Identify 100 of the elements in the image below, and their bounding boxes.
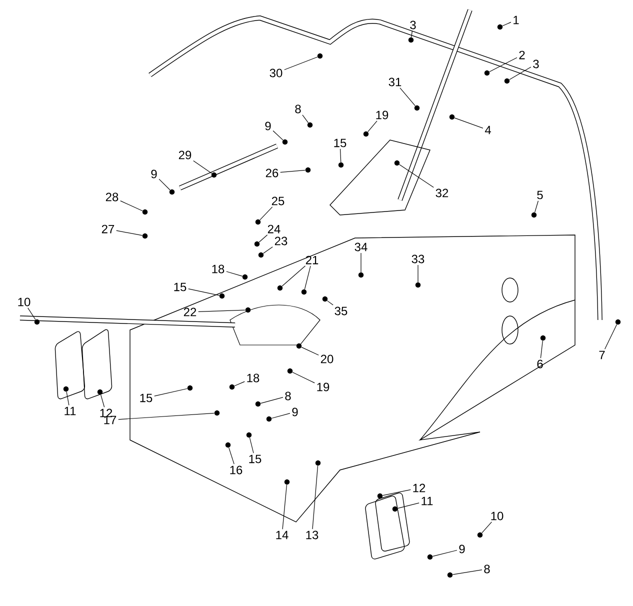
leader-line xyxy=(454,118,484,128)
hardware-part xyxy=(415,282,421,288)
callout-number: 10 xyxy=(491,512,504,520)
callout-number: 6 xyxy=(537,360,543,368)
callout-number: 22 xyxy=(184,308,196,316)
callout-number: 2 xyxy=(519,50,525,60)
leader-line xyxy=(228,447,234,464)
leader-line xyxy=(116,230,143,236)
leader-line xyxy=(540,340,543,358)
leader-line xyxy=(399,164,434,188)
hardware-part xyxy=(477,532,483,538)
hardware-part xyxy=(615,319,621,325)
hardware-part xyxy=(277,285,283,291)
leader-line xyxy=(271,413,290,419)
callout-number: 19 xyxy=(376,110,388,120)
callout-number: 13 xyxy=(306,530,318,540)
callout-number: 9 xyxy=(265,122,271,130)
leader-line xyxy=(234,381,245,386)
callout-number: 32 xyxy=(436,188,448,198)
callout-number: 14 xyxy=(276,530,288,540)
hardware-part xyxy=(447,572,453,578)
hardware-part xyxy=(377,493,383,499)
hardware-part xyxy=(408,37,414,43)
callout-number: 15 xyxy=(334,138,346,148)
callout-number: 18 xyxy=(247,374,260,382)
callout-number: 15 xyxy=(249,454,262,464)
leader-line xyxy=(326,300,334,306)
callout-number: 17 xyxy=(104,416,116,424)
callout-number: 1 xyxy=(514,16,519,24)
leader-line xyxy=(382,489,411,496)
hardware-part xyxy=(322,296,328,302)
leader-line xyxy=(282,484,288,530)
callout-number: 11 xyxy=(422,496,433,506)
callout-number: 18 xyxy=(212,264,224,274)
hardware-part xyxy=(305,167,311,173)
leader-line xyxy=(282,266,306,286)
hardware-part xyxy=(414,105,420,111)
hardware-part xyxy=(287,368,293,374)
hardware-part xyxy=(484,70,490,76)
leader-line xyxy=(302,114,309,124)
leader-line xyxy=(452,570,482,575)
leader-line xyxy=(301,346,319,356)
leader-line xyxy=(502,22,512,26)
hardware-part xyxy=(266,416,272,422)
hardware-part xyxy=(307,122,313,128)
hardware-part xyxy=(255,219,261,225)
leader-line xyxy=(193,160,212,174)
leader-line xyxy=(249,437,254,454)
hardware-part xyxy=(317,53,323,59)
hardware-part xyxy=(211,172,217,178)
callout-number: 15 xyxy=(174,282,186,292)
callout-number: 16 xyxy=(230,466,242,474)
callout-number: 27 xyxy=(102,224,114,234)
leader-line xyxy=(400,88,416,106)
callout-number: 12 xyxy=(413,484,426,492)
hardware-part xyxy=(282,139,288,145)
callout-number: 30 xyxy=(270,68,282,78)
leader-line xyxy=(260,397,284,404)
callout-number: 28 xyxy=(106,192,118,202)
leader-line xyxy=(509,66,532,80)
hardware-part xyxy=(296,343,302,349)
leader-line xyxy=(28,308,36,320)
hardware-part xyxy=(97,389,103,395)
hardware-part xyxy=(142,209,148,215)
callout-number: 23 xyxy=(274,236,288,246)
hardware-part xyxy=(540,335,546,341)
hardware-part xyxy=(169,189,175,195)
leader-line xyxy=(284,56,318,70)
hardware-part xyxy=(142,233,148,239)
callout-number: 20 xyxy=(320,354,334,364)
hardware-part xyxy=(255,401,261,407)
leader-line xyxy=(66,391,70,406)
callout-number: 9 xyxy=(459,544,465,554)
hardware-part xyxy=(504,78,510,84)
hardware-part xyxy=(392,506,398,512)
callout-number: 19 xyxy=(317,382,330,392)
callout-number: 3 xyxy=(533,60,539,68)
leader-line xyxy=(280,170,306,173)
leader-line xyxy=(272,130,284,140)
callout-number: 24 xyxy=(268,224,280,234)
leader-line xyxy=(258,234,268,242)
callout-number: 8 xyxy=(285,392,291,400)
callout-number: 12 xyxy=(100,408,112,418)
callout-number: 25 xyxy=(272,196,284,206)
hardware-part xyxy=(531,212,537,218)
leader-line xyxy=(432,550,458,557)
hardware-part xyxy=(34,319,40,325)
hardware-part xyxy=(63,386,69,392)
callout-number: 4 xyxy=(484,126,491,134)
callout-number: 5 xyxy=(537,190,543,200)
callout-number: 7 xyxy=(599,350,605,360)
hardware-part xyxy=(284,479,290,485)
leader-line xyxy=(188,288,220,296)
leader-line xyxy=(100,394,105,408)
leader-line xyxy=(312,465,318,530)
callout-number: 8 xyxy=(295,104,301,114)
leader-line xyxy=(340,148,342,162)
hardware-part xyxy=(363,131,369,137)
callout-number: 21 xyxy=(306,256,318,264)
leader-line xyxy=(154,388,188,396)
